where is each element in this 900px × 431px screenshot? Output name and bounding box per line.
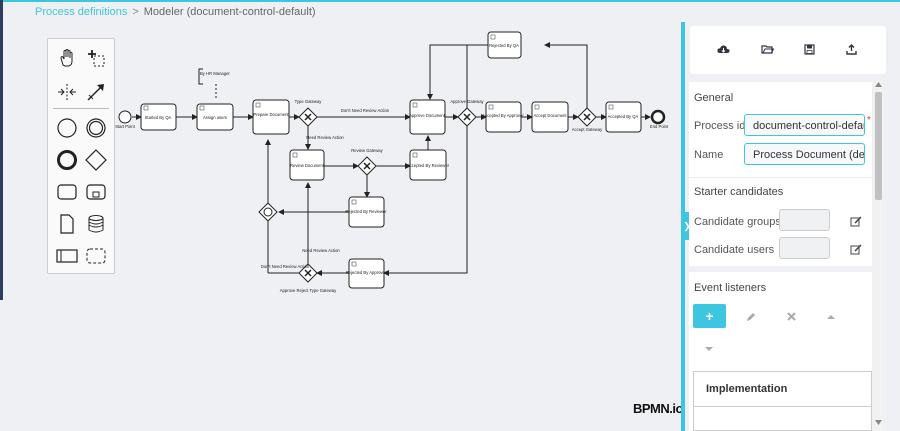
label-review: Review Document — [290, 163, 325, 168]
label-approve: Approve Document — [409, 113, 446, 118]
label-accepted-approver: Accepted By Approver — [482, 113, 524, 118]
group-icon[interactable] — [83, 243, 109, 269]
annotation-text: By HR Manager — [200, 71, 230, 76]
general-section: General Process id document-control-defa… — [689, 82, 872, 177]
edge-dont-need-review-2: Don't Need Review Action — [261, 264, 310, 269]
task-review-document[interactable] — [289, 149, 325, 181]
hand-tool-icon[interactable] — [54, 45, 80, 71]
listeners-table-body — [693, 406, 872, 431]
breadcrumb-process-definitions-link[interactable]: Process definitions — [35, 6, 128, 18]
save-icon[interactable] — [802, 42, 816, 56]
panel-scrollbar[interactable] — [873, 80, 884, 431]
task-approve-document[interactable] — [409, 99, 446, 135]
label-prepare: Prepare Document — [253, 112, 289, 117]
start-event-icon[interactable] — [54, 115, 80, 141]
event-listeners-section: Event listeners — [689, 272, 872, 431]
label-accepted-reviewer: Accepted By Reviewer — [407, 163, 450, 168]
edge-need-review-2: Need Review Action — [302, 248, 340, 253]
task-icon[interactable] — [54, 179, 80, 205]
process-id-input[interactable]: document-control-default — [744, 114, 865, 136]
left-nav-strip — [0, 0, 3, 300]
chevron-right-icon: ❯ — [683, 220, 691, 231]
task-rejected-by-qa[interactable] — [487, 31, 522, 59]
label-accepted-qa: Accepted By QA — [608, 114, 639, 119]
properties-toolbar — [690, 26, 886, 74]
label-assign-users: Assign users — [203, 115, 227, 120]
task-rejected-by-reviewer[interactable] — [348, 196, 385, 228]
move-down-icon[interactable] — [705, 346, 713, 352]
data-store-icon[interactable] — [83, 211, 109, 237]
bpmn-palette — [47, 38, 115, 274]
bpmn-canvas[interactable]: Start Point Started By QA Assign users P… — [0, 22, 680, 431]
task-accepted-by-qa[interactable] — [605, 101, 642, 133]
label-end: End Point — [650, 124, 669, 129]
label-rejected-approver: Rejected By Approver — [346, 270, 387, 275]
delete-icon[interactable] — [787, 312, 796, 321]
cloud-download-icon[interactable] — [716, 42, 730, 56]
candidate-groups-label: Candidate groups — [694, 216, 781, 228]
bpmn-io-logo: BPMN.io — [633, 401, 683, 416]
intermediate-event-icon[interactable] — [83, 115, 109, 141]
data-object-icon[interactable] — [54, 211, 80, 237]
required-mark: * — [867, 115, 871, 126]
candidate-users-label: Candidate users — [694, 244, 775, 256]
candidate-users-input[interactable] — [779, 237, 830, 259]
label-accept-document: Accept Document — [533, 113, 567, 118]
label-started-by-qa: Started By QA — [145, 115, 172, 120]
label-approve-reject-gateway: Approve Reject Type Gateway — [280, 288, 337, 293]
start-event[interactable] — [118, 110, 132, 124]
task-accepted-by-approver[interactable] — [485, 101, 522, 133]
breadcrumb-separator: > — [132, 6, 139, 18]
implementation-column-header: Implementation — [693, 371, 872, 407]
move-up-icon[interactable] — [827, 314, 835, 320]
label-type-gateway: Type Gateway — [295, 99, 323, 104]
upload-icon[interactable] — [844, 42, 858, 56]
candidate-groups-input[interactable] — [779, 209, 830, 231]
edge-need-review: Need Review Action — [306, 135, 344, 140]
merge-gateway[interactable] — [258, 202, 278, 222]
label-review-gateway: Review Gateway — [351, 148, 383, 153]
gateway-icon[interactable] — [83, 147, 109, 173]
label-rejected-qa: Rejected By QA — [489, 43, 519, 48]
end-event-icon[interactable] — [54, 147, 80, 173]
pool-icon[interactable] — [54, 243, 80, 269]
lasso-tool-icon[interactable] — [83, 45, 109, 71]
panel-scrollbar-thumb[interactable] — [875, 92, 882, 200]
add-listener-button[interactable]: + — [693, 304, 726, 328]
name-input[interactable]: Process Document (default) — [744, 143, 865, 165]
task-accepted-by-reviewer[interactable] — [409, 149, 447, 181]
pencil-icon[interactable] — [746, 312, 756, 322]
task-rejected-by-approver[interactable] — [348, 258, 385, 289]
label-rejected-reviewer: Rejected By Reviewer — [345, 209, 387, 214]
label-start: Start Point — [115, 124, 135, 129]
top-accent-line — [0, 0, 900, 2]
edit-candidate-groups-icon[interactable] — [850, 216, 862, 228]
edit-candidate-users-icon[interactable] — [850, 244, 862, 256]
edge-dont-need-review: Don't Need Review Action — [341, 108, 390, 113]
label-approve-gateway: Approve Gateway — [450, 99, 484, 104]
label-accept-gateway: Accept Gateway — [572, 127, 603, 132]
event-listeners-title: Event listeners — [694, 282, 767, 294]
breadcrumb: Process definitions > Modeler (document-co… — [35, 6, 316, 18]
task-prepare-document[interactable] — [252, 99, 290, 135]
general-title: General — [694, 92, 734, 104]
starter-candidates-section: Starter candidates Candidate groups Cand… — [689, 178, 872, 266]
starter-title: Starter candidates — [694, 186, 784, 198]
name-label: Name — [694, 149, 724, 161]
end-event[interactable] — [650, 109, 666, 125]
connect-tool-icon[interactable] — [83, 79, 109, 105]
scroll-down-icon[interactable] — [875, 420, 882, 425]
task-started-by-qa[interactable] — [140, 103, 177, 131]
breadcrumb-current: Modeler (document-control-default) — [143, 6, 316, 18]
task-assign-users[interactable] — [196, 103, 234, 131]
palette-separator — [53, 108, 109, 109]
task-accept-document[interactable] — [531, 101, 569, 133]
space-tool-icon[interactable] — [54, 79, 80, 105]
process-id-label: Process id — [694, 120, 746, 132]
folder-open-icon[interactable] — [760, 42, 774, 56]
scroll-up-icon[interactable] — [875, 82, 882, 87]
subprocess-icon[interactable] — [83, 179, 109, 205]
